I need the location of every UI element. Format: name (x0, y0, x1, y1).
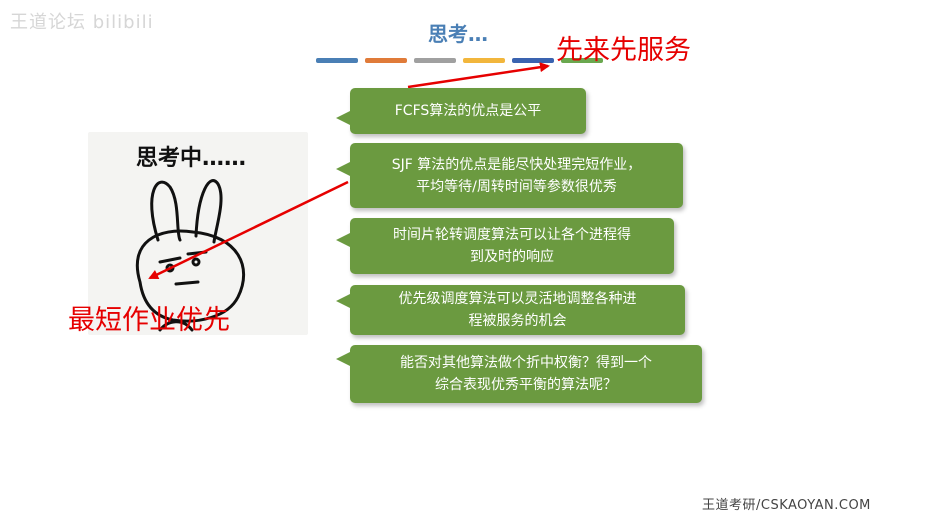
sticker-caption: 思考中…… (136, 146, 247, 171)
footer-branding: 王道考研/CSKAOYAN.COM (702, 498, 871, 513)
annotation-sjf: 最短作业优先 (68, 305, 230, 336)
speech-bubble-tradeoff: 能否对其他算法做个折中权衡？得到一个 综合表现优秀平衡的算法呢？ (336, 345, 702, 403)
color-bar (463, 58, 505, 63)
speech-bubble-priority: 优先级调度算法可以灵活地调整各种进 程被服务的机会 (336, 285, 685, 335)
bubble-tail (336, 110, 352, 126)
bubble-tail (336, 232, 352, 248)
annotation-fcfs: 先来先服务 (556, 35, 691, 66)
bubble-text: SJF 算法的优点是能尽快处理完短作业， 平均等待/周转时间等参数很优秀 (391, 156, 642, 195)
watermark: 王道论坛 bilibili (10, 12, 154, 33)
bubble-tail (336, 161, 352, 177)
color-bar (512, 58, 554, 63)
color-bar (561, 58, 603, 63)
bubble-tail (336, 351, 352, 367)
color-bar (316, 58, 358, 63)
arrow-to-rabbit (148, 180, 349, 280)
speech-bubble-fcfs: FCFS算法的优点是公平 (336, 88, 586, 134)
bubble-text: FCFS算法的优点是公平 (394, 103, 542, 119)
speech-bubble-rr: 时间片轮转调度算法可以让各个进程得 到及时的响应 (336, 218, 674, 274)
color-bar (365, 58, 407, 63)
arrow-to-fcfs-note (407, 62, 550, 89)
slide-title: 思考… (428, 22, 488, 46)
bubble-tail (336, 293, 352, 309)
bubble-text: 时间片轮转调度算法可以让各个进程得 到及时的响应 (393, 227, 631, 265)
color-bar (414, 58, 456, 63)
rabbit-drawing (135, 179, 246, 332)
speech-bubble-sjf: SJF 算法的优点是能尽快处理完短作业， 平均等待/周转时间等参数很优秀 (336, 143, 683, 208)
bubble-text: 优先级调度算法可以灵活地调整各种进 程被服务的机会 (398, 291, 637, 329)
thinking-rabbit-sticker: 思考中…… (88, 132, 308, 335)
bubble-text: 能否对其他算法做个折中权衡？得到一个 综合表现优秀平衡的算法呢？ (400, 355, 652, 393)
